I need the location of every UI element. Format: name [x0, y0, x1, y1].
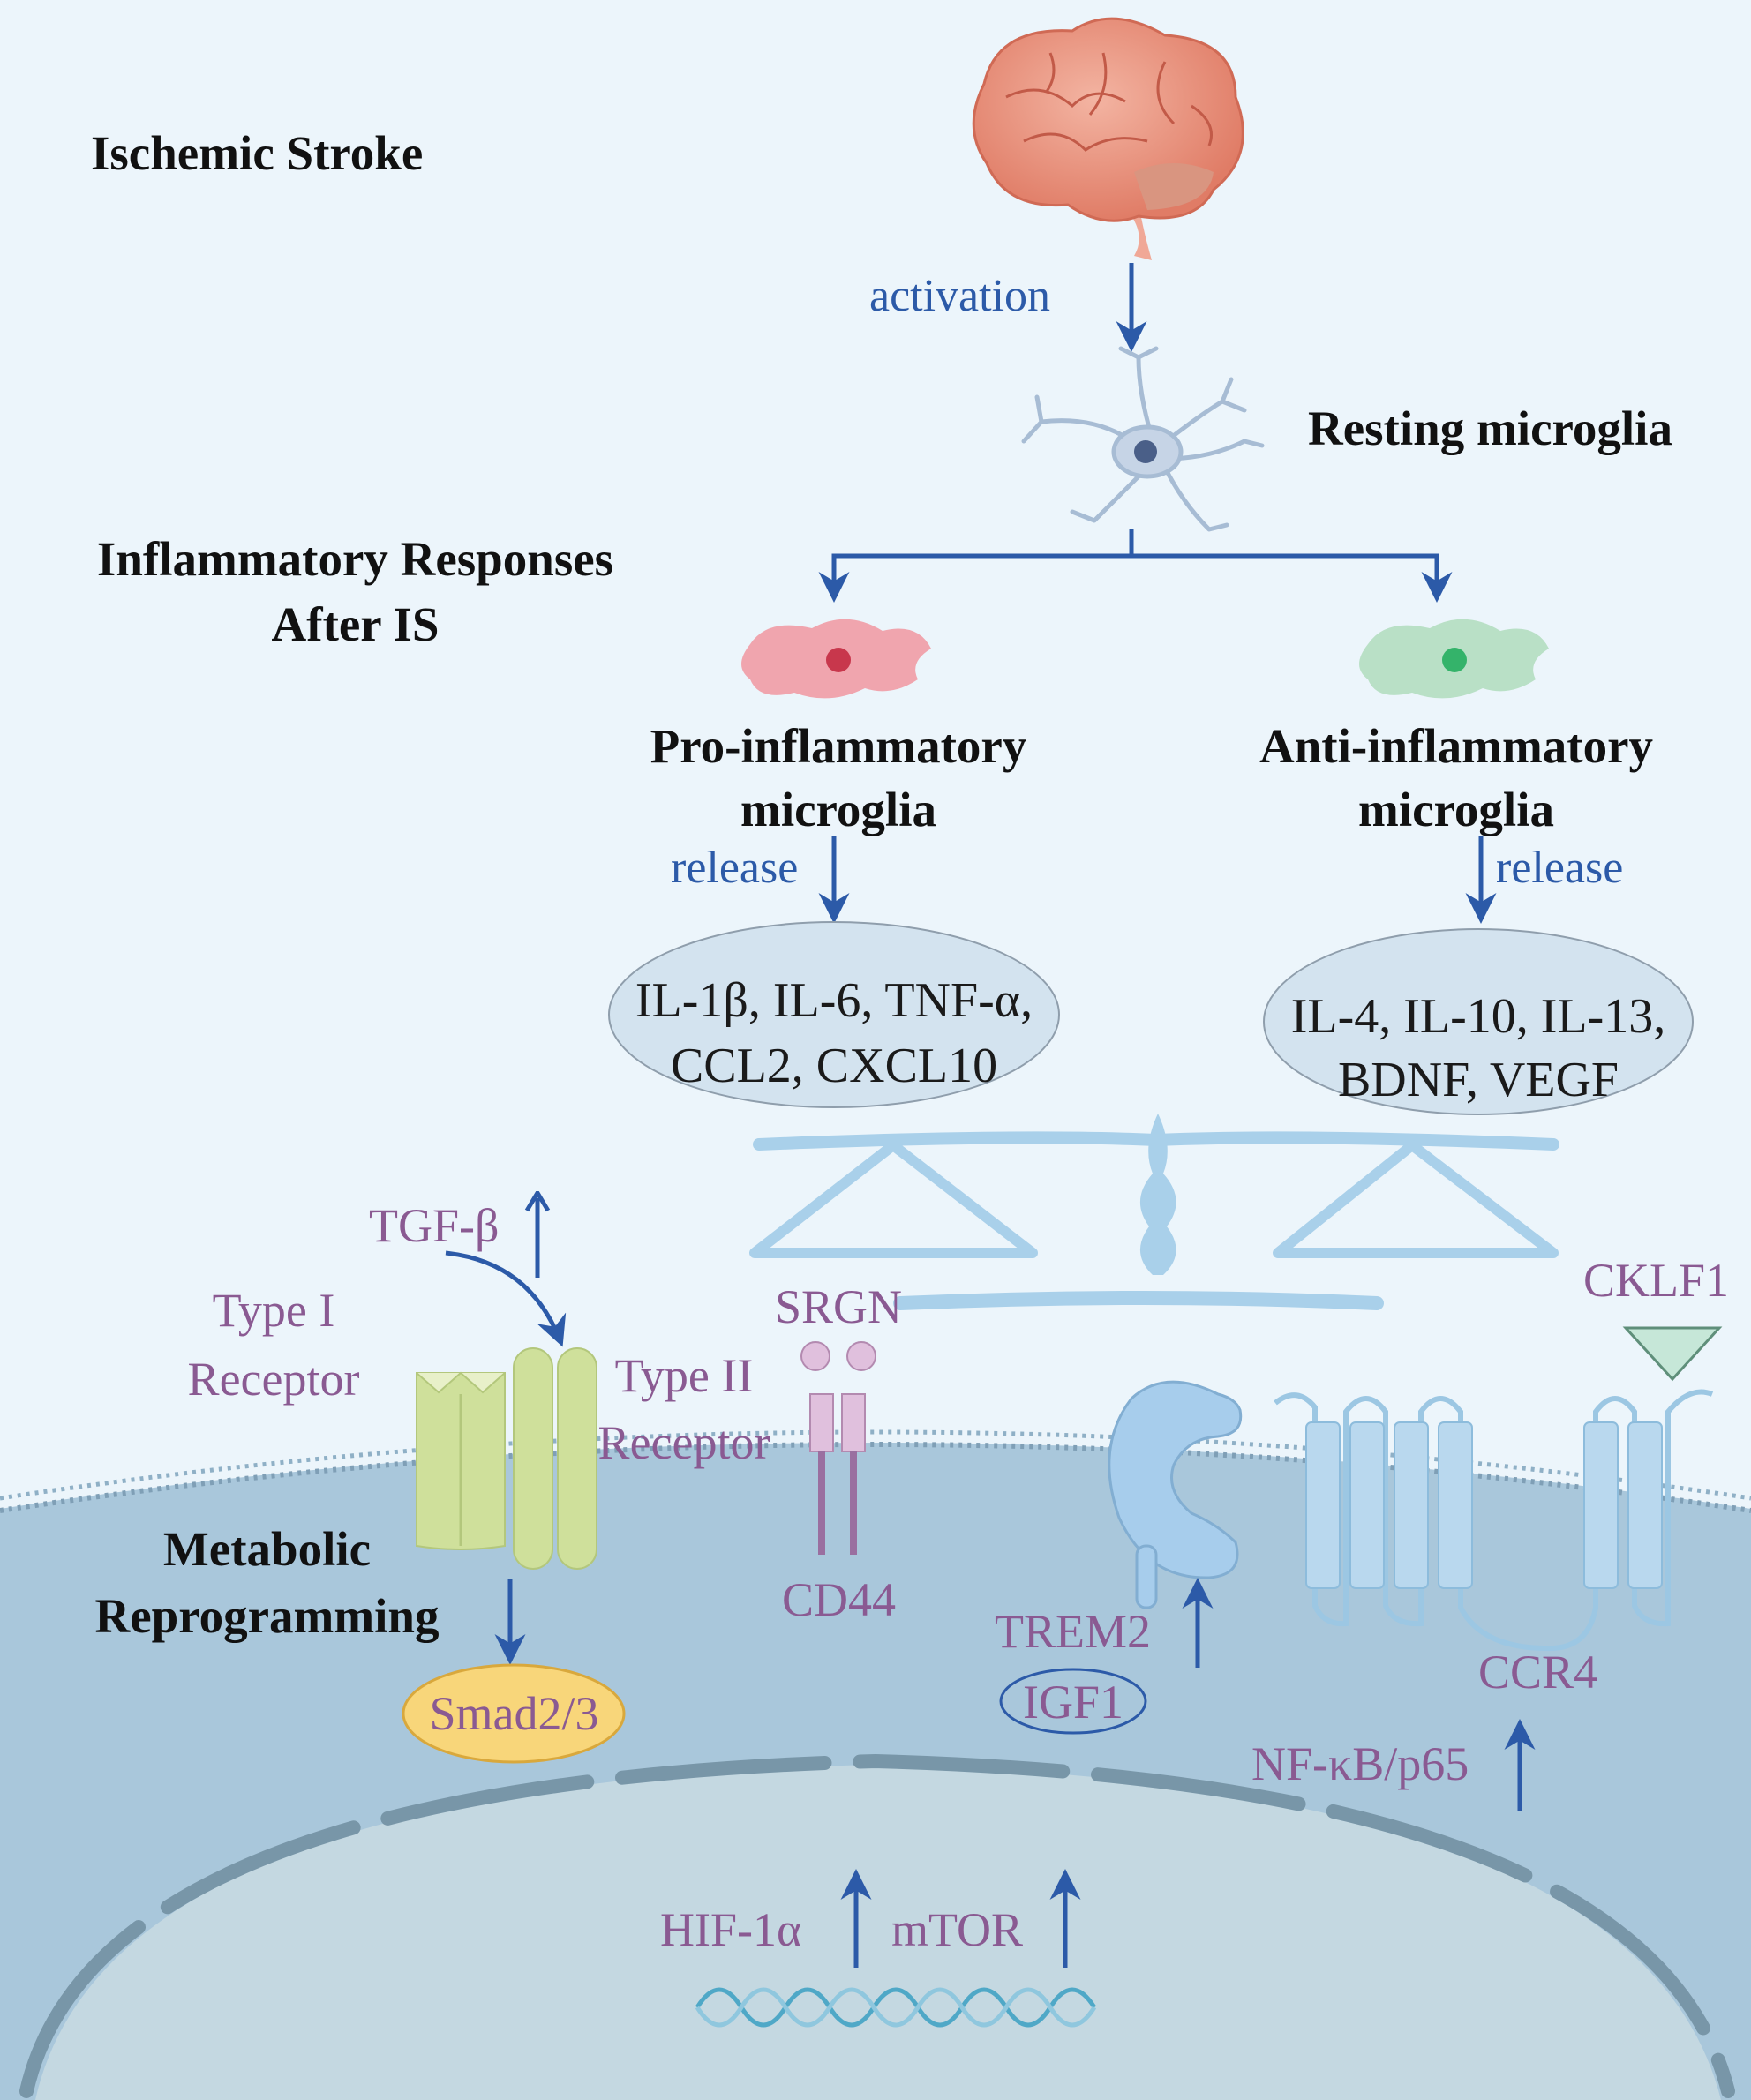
balance-scale-icon	[749, 1114, 1559, 1310]
type-i-receptor-label-line2: Receptor	[187, 1353, 360, 1406]
ischemic-stroke-title: Ischemic Stroke	[91, 126, 424, 180]
metabolic-reprogramming-title-line1: Metabolic	[162, 1522, 372, 1576]
release-label-left: release	[671, 843, 799, 893]
cd44-label: CD44	[782, 1573, 897, 1626]
release-label-right: release	[1496, 843, 1624, 893]
anti-cytokines-line2: BDNF, VEGF	[1337, 1053, 1619, 1107]
trem2-icon	[1108, 1380, 1243, 1609]
smad-label: Smad2/3	[429, 1687, 599, 1740]
tgf-beta-label: TGF-β	[369, 1199, 500, 1252]
anti-inflammatory-label-line1: Anti-inflammatory	[1259, 719, 1654, 773]
nucleus	[35, 1765, 1721, 2100]
brain-icon	[972, 17, 1244, 260]
ccr4-icon	[1274, 1389, 1714, 1652]
cklf1-ligand-icon	[1622, 1326, 1723, 1382]
dna-helix-icon	[695, 1987, 1097, 2028]
inflammatory-responses-title-line2: After IS	[271, 597, 440, 651]
mtor-label: mTOR	[891, 1903, 1024, 1956]
nf-kb-label: NF-κB/p65	[1251, 1737, 1469, 1790]
pro-inflammatory-label-line1: Pro-inflammatory	[650, 719, 1027, 773]
anti-cytokines-ellipse	[1263, 928, 1694, 1115]
pro-cytokines-line1: IL-1β, IL-6, TNF-α,	[635, 973, 1033, 1028]
type-ii-receptor-icon	[513, 1347, 597, 1570]
anti-inflammatory-microglia-icon	[1359, 619, 1549, 699]
pro-cytokines-line2: CCL2, CXCL10	[670, 1039, 998, 1093]
cklf1-label: CKLF1	[1583, 1254, 1730, 1307]
pro-inflammatory-label-line2: microglia	[740, 783, 936, 836]
type-i-receptor-icon	[416, 1371, 506, 1550]
metabolic-reprogramming-title-line2: Reprogramming	[94, 1589, 440, 1643]
ccr4-label: CCR4	[1478, 1646, 1598, 1699]
igf1-label: IGF1	[1022, 1676, 1123, 1729]
anti-inflammatory-label-line2: microglia	[1358, 783, 1554, 836]
hif-1a-label: HIF-1α	[660, 1903, 802, 1956]
type-ii-receptor-label-line2: Receptor	[597, 1416, 770, 1469]
type-ii-receptor-label-line1: Type II	[614, 1349, 754, 1402]
type-i-receptor-label-line1: Type I	[212, 1284, 335, 1337]
igf1-ellipse	[999, 1668, 1147, 1735]
pro-cytokines-ellipse	[608, 921, 1060, 1108]
cell-membrane	[0, 1442, 1751, 1513]
srgn-cd44-icon	[800, 1341, 876, 1555]
activation-label: activation	[869, 271, 1051, 321]
inflammatory-responses-title-line1: Inflammatory Responses	[96, 532, 614, 586]
trem2-label: TREM2	[995, 1605, 1152, 1658]
pro-inflammatory-microglia-icon	[741, 619, 931, 699]
smad-ellipse	[402, 1663, 626, 1764]
srgn-label: SRGN	[775, 1280, 903, 1333]
resting-microglia-label: Resting microglia	[1308, 401, 1672, 455]
anti-cytokines-line1: IL-4, IL-10, IL-13,	[1290, 989, 1666, 1044]
resting-microglia-icon	[1021, 346, 1265, 532]
nuclear-envelope	[19, 1753, 1735, 2098]
